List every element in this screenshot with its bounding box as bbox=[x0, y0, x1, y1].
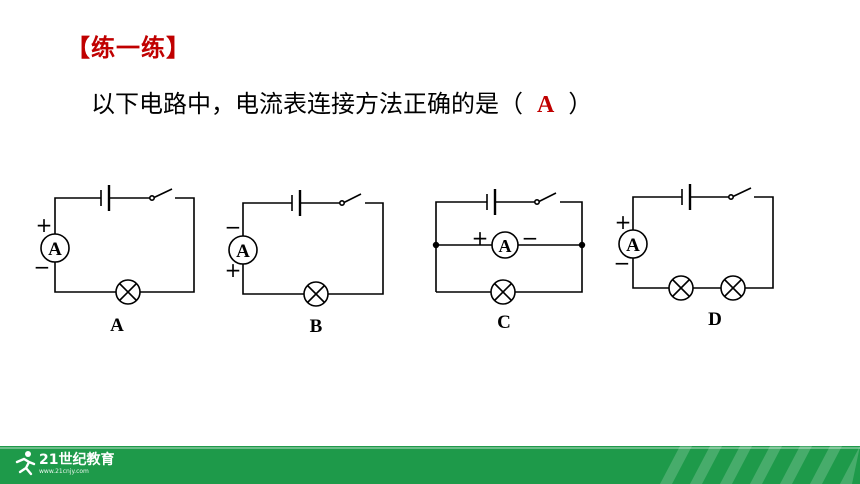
lamp-icon bbox=[668, 275, 694, 301]
answer-letter: A bbox=[537, 92, 555, 118]
footer-divider bbox=[0, 447, 860, 449]
circuit-c bbox=[432, 189, 586, 305]
switch-icon bbox=[338, 200, 345, 207]
switch-icon bbox=[149, 195, 156, 202]
circuit-d bbox=[618, 184, 774, 301]
ammeter-label-b: A bbox=[236, 241, 250, 262]
lamp-icon bbox=[115, 279, 141, 305]
switch-icon bbox=[727, 194, 734, 201]
circuit-label-a: A bbox=[110, 315, 124, 336]
plus-sign-a: + bbox=[36, 213, 53, 237]
logo-url: www.21cnjy.com bbox=[39, 467, 89, 475]
ammeter-icon bbox=[40, 233, 70, 263]
circuit-a bbox=[40, 185, 195, 305]
plus-sign-c: + bbox=[472, 226, 489, 250]
question-text: 以下电路中，电流表连接方法正确的是（ A ） bbox=[91, 84, 592, 119]
lamp-icon bbox=[720, 275, 746, 301]
circuit-diagrams: A A A A A B C D + − − + + − + − bbox=[34, 184, 774, 337]
circuit-b bbox=[228, 190, 384, 307]
circuit-label-b: B bbox=[310, 316, 323, 337]
minus-sign-d: − bbox=[614, 251, 631, 275]
question-suffix: ） bbox=[568, 90, 593, 118]
ammeter-label-c: A bbox=[499, 236, 512, 256]
ammeter-label-d: A bbox=[626, 235, 640, 256]
lamp-icon bbox=[303, 281, 329, 307]
circuit-label-d: D bbox=[708, 309, 722, 330]
section-heading: 【练一练】 bbox=[66, 34, 191, 62]
circuit-label-c: C bbox=[497, 312, 511, 333]
runner-icon bbox=[15, 451, 36, 476]
ammeter-icon bbox=[618, 229, 648, 259]
minus-sign-b: − bbox=[225, 215, 242, 239]
logo-text: 21世纪教育 bbox=[39, 451, 115, 468]
footer-bar bbox=[0, 446, 860, 484]
question-prefix: 以下电路中，电流表连接方法正确的是（ bbox=[91, 90, 523, 118]
lamp-icon bbox=[490, 279, 516, 305]
plus-sign-b: + bbox=[225, 258, 242, 282]
ammeter-label-a: A bbox=[48, 239, 62, 260]
minus-sign-a: − bbox=[34, 255, 51, 279]
minus-sign-c: − bbox=[522, 226, 539, 250]
brand-logo[interactable]: 21世纪教育 www.21cnjy.com bbox=[14, 450, 114, 476]
ammeter-icon bbox=[491, 231, 519, 259]
switch-icon bbox=[533, 199, 540, 206]
plus-sign-d: + bbox=[615, 210, 632, 234]
footer-stripes-decoration bbox=[660, 446, 860, 484]
ammeter-icon bbox=[228, 235, 258, 265]
